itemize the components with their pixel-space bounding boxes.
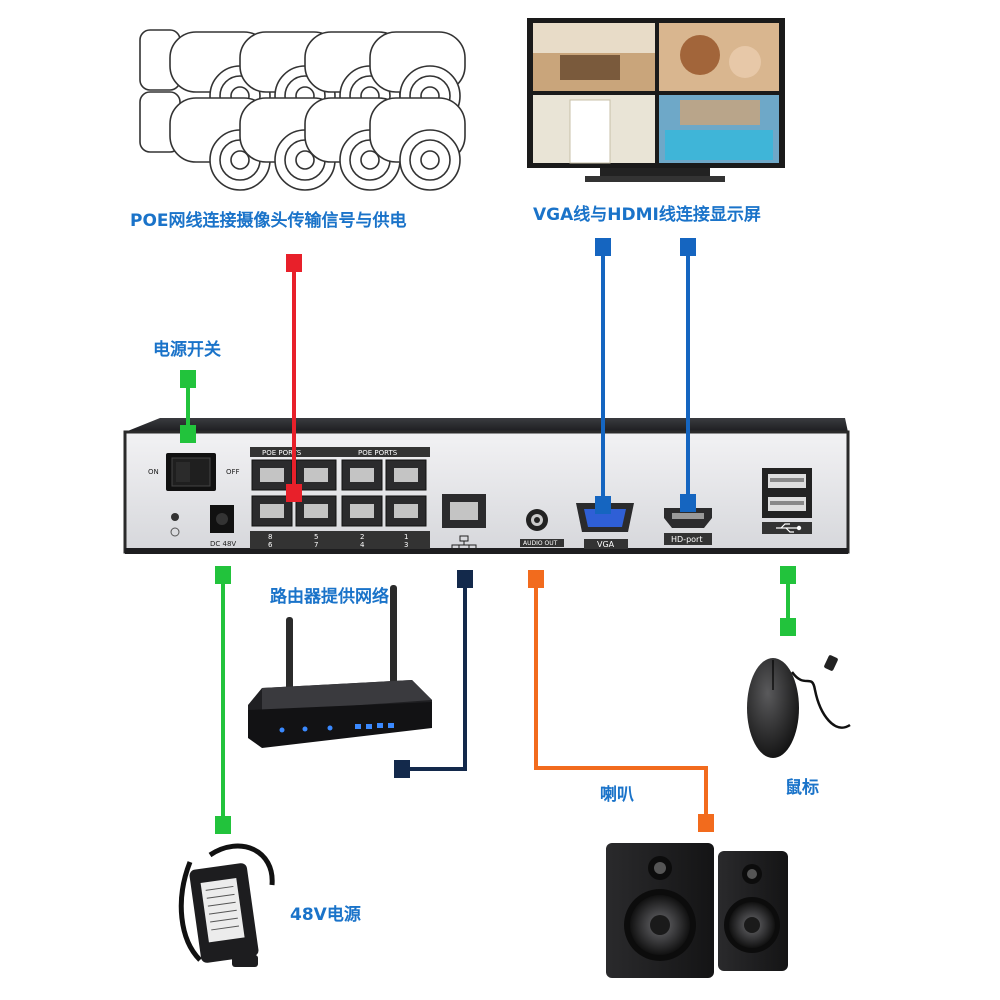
poe-ports-left-label: POE PORTS — [262, 449, 302, 457]
hdmi-port[interactable] — [664, 508, 712, 528]
ground-screw — [171, 513, 179, 521]
port-num-bottom-3: 4 — [360, 541, 365, 549]
power-switch[interactable] — [166, 453, 216, 491]
power-switch-connection-line — [180, 370, 196, 443]
usb-ports[interactable] — [762, 468, 812, 518]
port-num-top-1: 8 — [268, 533, 272, 541]
hdmi-connection-line — [680, 238, 696, 512]
mouse — [747, 655, 851, 758]
power-adapter — [178, 843, 275, 967]
vga-connection-line — [595, 238, 611, 514]
port-num-bottom-2: 7 — [314, 541, 318, 549]
network-icon — [451, 535, 477, 550]
on-label: ON — [148, 468, 159, 476]
hd-port-label: HD-port — [671, 535, 702, 544]
router — [248, 585, 432, 748]
poe-ports-right-label: POE PORTS — [358, 449, 398, 457]
nvr-recorder: ON OFF DC 48V POE PORTS POE PORTS 8 5 — [123, 418, 850, 554]
port-num-top-4: 1 — [404, 533, 408, 541]
off-label: OFF — [226, 468, 240, 476]
audio-out-jack[interactable] — [526, 509, 548, 531]
mouse-label: 鼠标 — [785, 778, 819, 798]
poe-port-grid[interactable] — [251, 459, 427, 527]
port-num-top-3: 2 — [360, 533, 364, 541]
poe-label: POE网线连接摄像头传输信号与供电 — [130, 211, 407, 231]
poe-cameras — [139, 29, 466, 191]
port-num-top-2: 5 — [314, 533, 318, 541]
speakers — [606, 843, 788, 978]
lan-port[interactable] — [442, 494, 486, 528]
router-label: 路由器提供网络 — [270, 587, 389, 607]
dc-power-jack[interactable] — [210, 505, 234, 533]
power-switch-label: 电源开关 — [153, 340, 221, 360]
audio-out-label: AUDIO OUT — [523, 540, 558, 547]
port-num-bottom-4: 3 — [404, 541, 408, 549]
router-connection-line — [394, 570, 473, 778]
ground-icon — [170, 527, 180, 537]
vga-label: VGA — [597, 540, 615, 549]
port-num-bottom-1: 6 — [268, 541, 273, 549]
dc-label: DC 48V — [210, 540, 236, 548]
poe-connection-line — [286, 254, 302, 502]
monitor — [527, 18, 785, 182]
speaker-label: 喇叭 — [600, 785, 634, 805]
usb-icon — [776, 523, 802, 533]
display-label: VGA线与HDMI线连接显示屏 — [533, 205, 761, 225]
power-label: 48V电源 — [290, 905, 361, 925]
vga-port[interactable] — [576, 503, 634, 532]
power-connection-line — [215, 566, 231, 834]
speaker-connection-line — [528, 570, 714, 832]
mouse-connection-line — [780, 566, 796, 636]
